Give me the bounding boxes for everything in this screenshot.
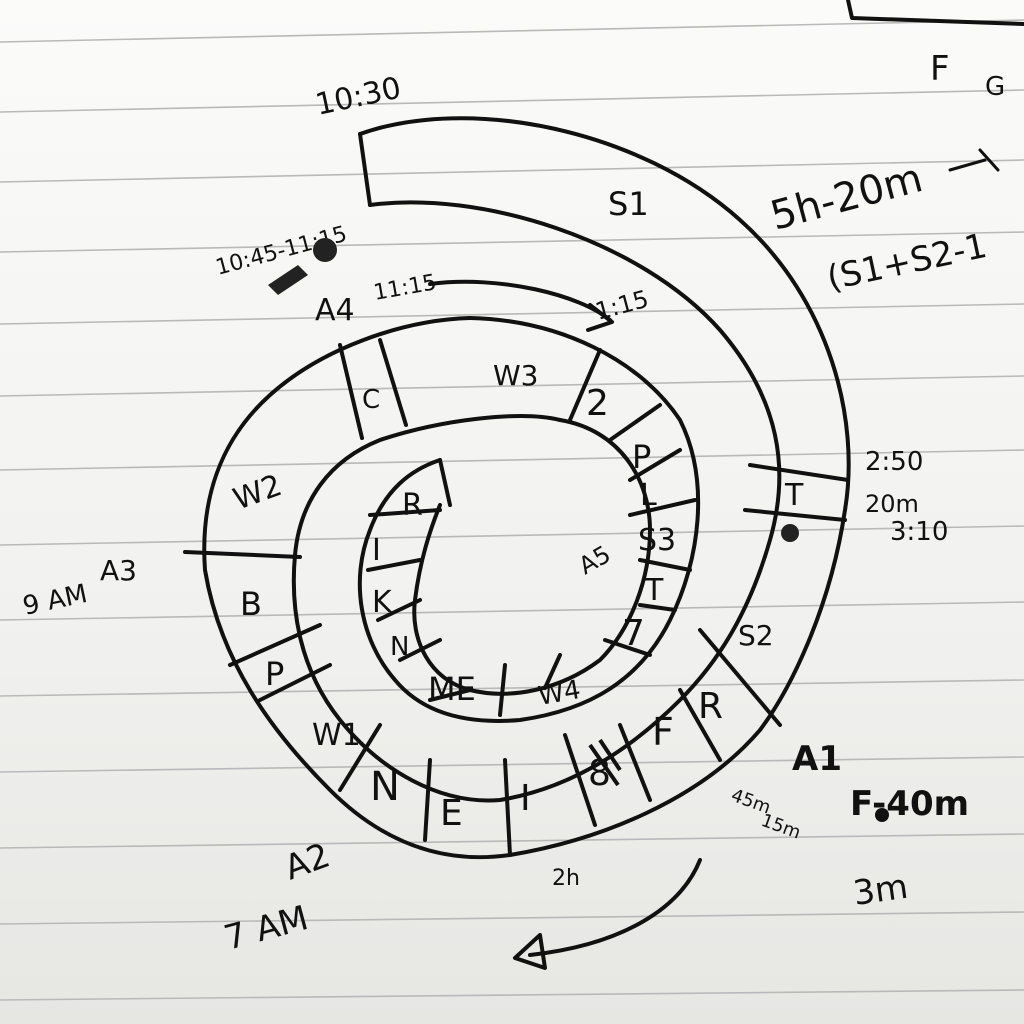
w3-label: W3 <box>493 359 539 392</box>
scribble-t <box>781 524 799 542</box>
segment-t-inner: T <box>644 573 664 608</box>
segment-2: 2 <box>586 383 609 424</box>
a1-label: A1 <box>792 739 842 779</box>
s2-label: S2 <box>738 619 774 652</box>
time-310: 3:10 <box>890 517 948 547</box>
a4-time-label: 11:15 <box>372 270 439 306</box>
a3-label: A3 <box>100 554 137 587</box>
a5-label: A5 <box>574 540 615 580</box>
scribble-f <box>875 808 889 822</box>
t-2h-label: 2h <box>552 866 580 891</box>
s1-label: S1 <box>608 185 649 223</box>
f-corner-label: F <box>930 49 950 89</box>
segment-c: C <box>362 385 380 415</box>
segment-f: F <box>652 710 674 754</box>
scribble-dot <box>313 238 337 262</box>
bottom-arrow <box>528 858 702 957</box>
g-corner-label: G <box>985 72 1005 102</box>
ruled-lines <box>0 19 1024 1001</box>
a3-time-label: 9 AM <box>20 579 90 622</box>
w2-label: W2 <box>229 468 287 518</box>
segment-p-outer: P <box>265 655 284 693</box>
time-20m: 20m <box>865 490 919 518</box>
segment-n-inner: N <box>390 632 409 662</box>
segment-r-outer: R <box>698 686 723 727</box>
time-250: 2:50 <box>865 447 923 477</box>
a2-time-label: 7 AM <box>220 898 313 959</box>
duration-ratio-label: (S1+S2-1 <box>824 226 991 299</box>
segment-b: B <box>240 585 262 623</box>
segment-n-outer: N <box>370 764 400 810</box>
arrow-time-label: 1:15 <box>592 285 651 326</box>
segment-7: 7 <box>622 613 645 654</box>
bottom-arrow-head-icon <box>513 933 547 970</box>
scribbles <box>268 238 889 822</box>
a4-label: A4 <box>315 293 355 328</box>
segment-i-inner: I <box>372 533 381 568</box>
t-15m-label: 15m <box>758 810 803 844</box>
top-time-label: 10:30 <box>312 71 404 123</box>
spiral-outer-band <box>202 116 851 860</box>
scribble-8 <box>588 738 622 787</box>
segment-s3: S3 <box>638 523 676 558</box>
spiral-inner-band <box>357 316 701 723</box>
f-40m-label: F-40m <box>850 784 969 824</box>
segment-p-inner: P <box>632 438 651 476</box>
top-arrow-head-icon <box>586 303 614 332</box>
labels: 10:30 F G S1 5h-20m (S1+S2-1 10:45-11:15… <box>20 49 1005 959</box>
arrows <box>428 148 1000 970</box>
scribble-a4 <box>268 265 308 295</box>
t-3m-label: 3m <box>851 867 911 914</box>
w4-label: W4 <box>536 675 583 712</box>
segment-me: ME <box>428 670 476 708</box>
duration-label: 5h-20m <box>766 155 928 240</box>
box-corner <box>846 0 1024 26</box>
w1-label: W1 <box>312 718 361 753</box>
segment-dividers <box>183 338 850 857</box>
segment-l: L <box>640 478 657 513</box>
segment-k: K <box>372 585 393 620</box>
segment-e: E <box>440 793 463 834</box>
segment-t-outer: T <box>784 478 804 513</box>
segment-i-outer: I <box>520 778 531 819</box>
segment-r: R <box>402 488 423 523</box>
